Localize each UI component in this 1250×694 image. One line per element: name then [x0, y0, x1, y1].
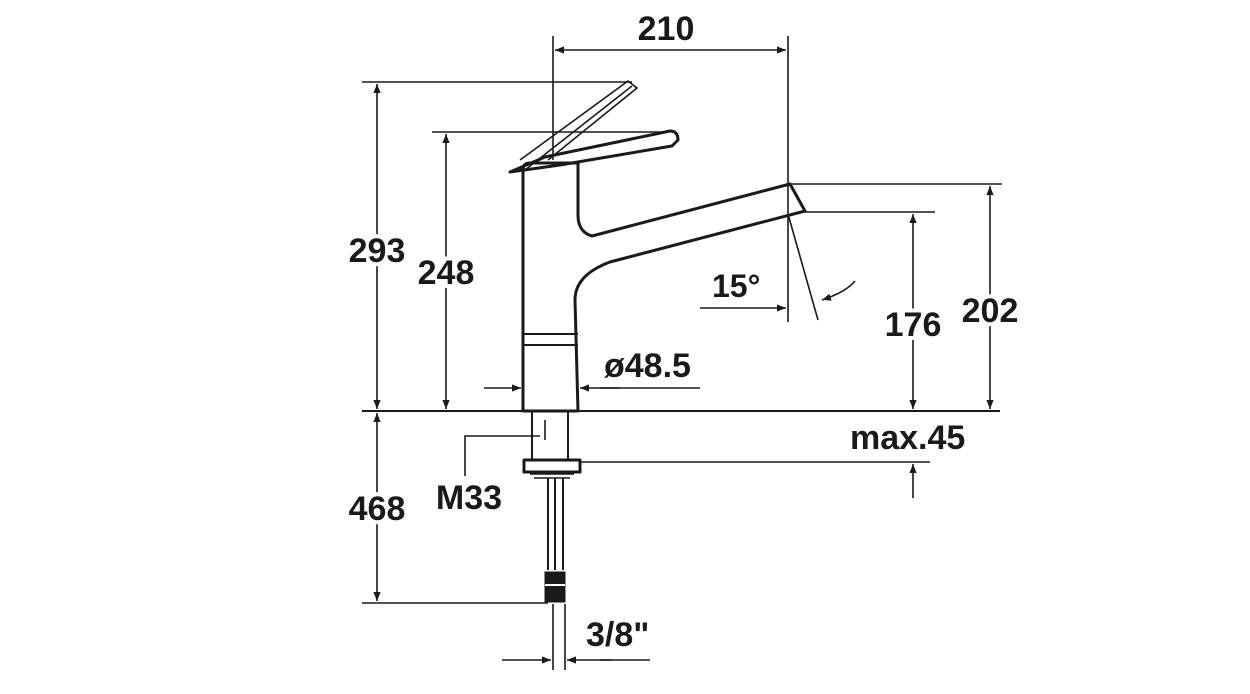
dimension-248: 248: [414, 131, 668, 409]
dimension-210: 210: [552, 10, 789, 322]
dimension-176: 176: [805, 211, 945, 409]
dimension-468: 468: [345, 413, 548, 604]
lever-raised: [519, 79, 639, 161]
thread-callout: M33: [436, 435, 540, 517]
spout-top-height-label: 202: [962, 292, 1019, 330]
width-label: 210: [638, 10, 695, 48]
dimension-connection: 3/8": [502, 604, 650, 670]
lever-closed: [508, 129, 680, 174]
connection-label: 3/8": [586, 616, 649, 654]
angle-15: 15°: [700, 213, 856, 321]
hose-fitting: [544, 571, 566, 603]
spout-outlet-height-label: 176: [885, 306, 942, 344]
height-closed-label: 248: [418, 254, 475, 292]
lever-raised-edge: [524, 85, 633, 171]
max-thickness-label: max.45: [850, 419, 965, 457]
angle-label: 15°: [712, 268, 760, 304]
hose-length-label: 468: [349, 490, 406, 528]
dimension-293: 293: [345, 81, 632, 409]
diameter-label: ø48.5: [604, 347, 691, 385]
height-raised-label: 293: [349, 232, 406, 270]
mounting-nut: [522, 458, 582, 474]
dimension-max-45: max.45: [580, 419, 965, 498]
faucet-outline: [362, 79, 1000, 603]
thread-label: M33: [436, 479, 502, 517]
dimension-diameter: ø48.5: [484, 347, 700, 392]
dimension-202: 202: [790, 183, 1022, 409]
